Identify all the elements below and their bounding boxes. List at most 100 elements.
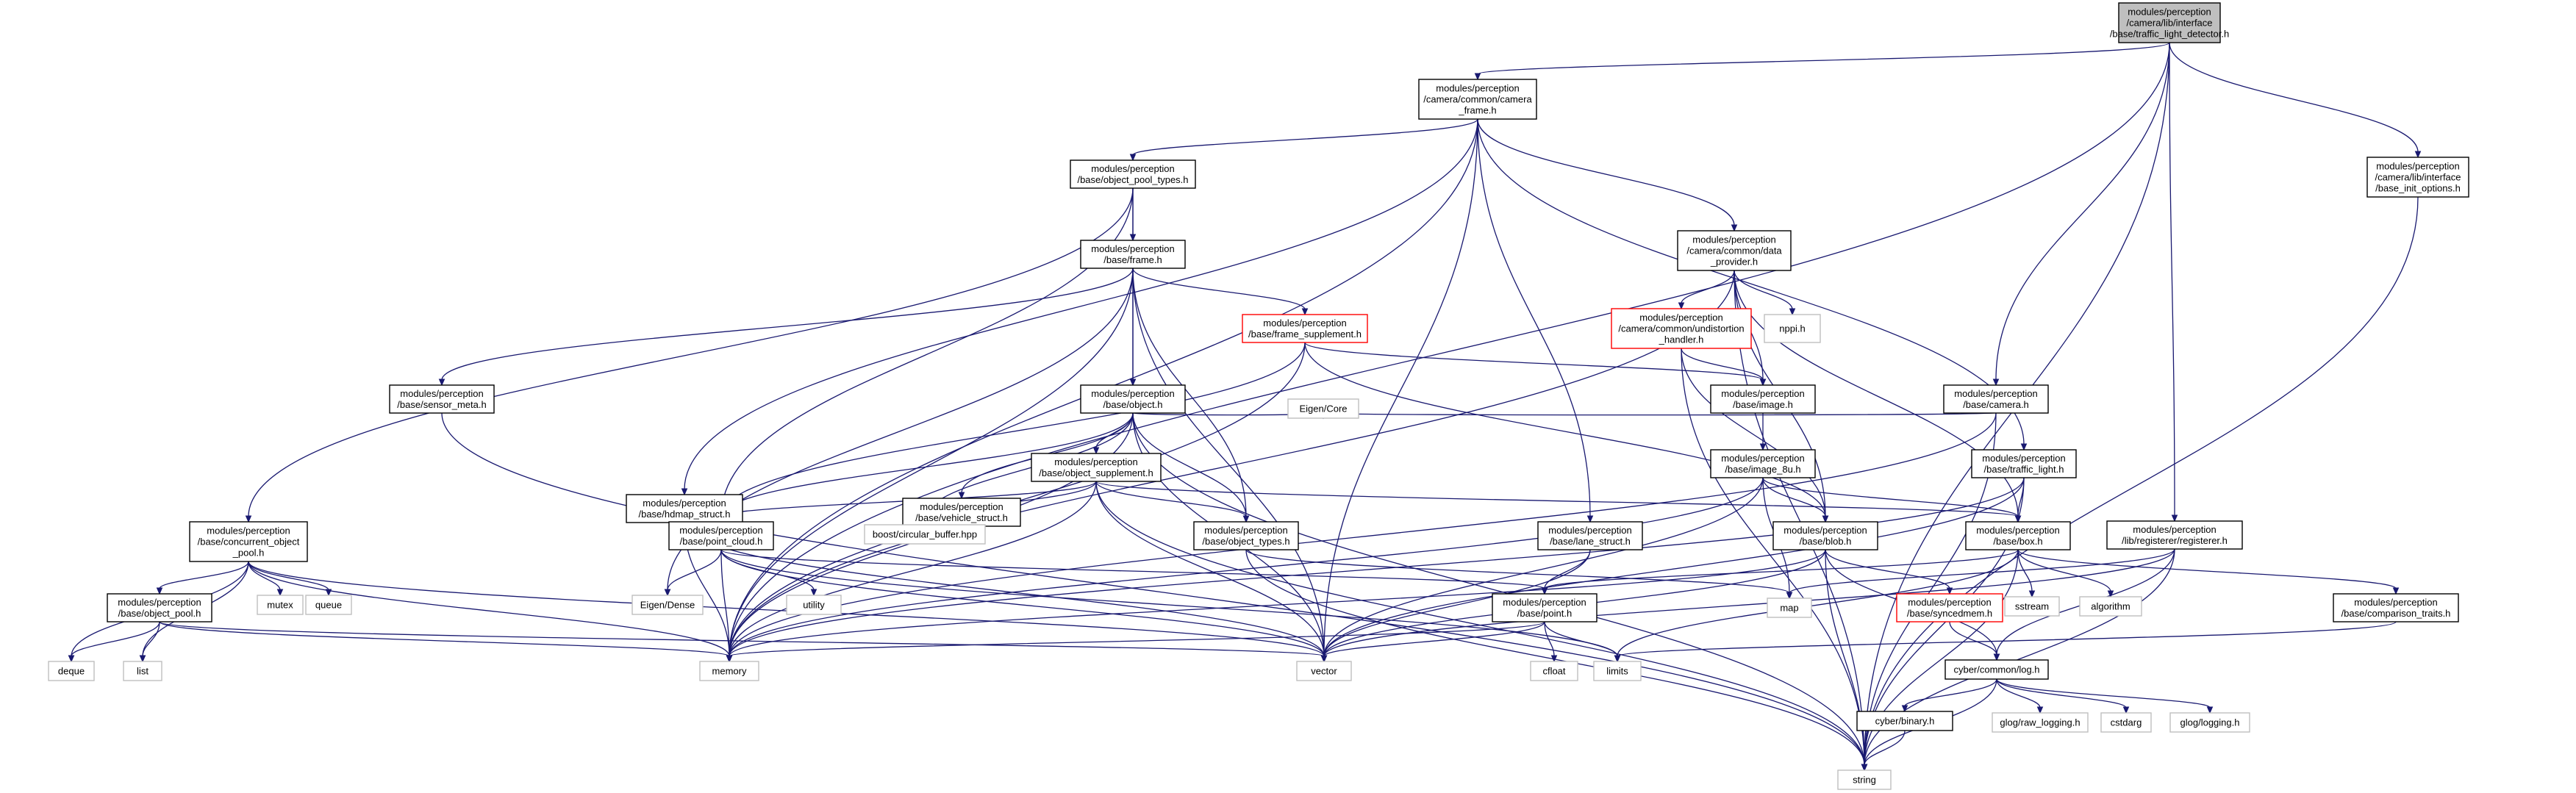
node-box [1710,449,1816,478]
node-queue[interactable]: queue [305,595,352,615]
node-nppi[interactable]: nppi.h [1764,314,1821,343]
node-limits[interactable]: limits [1593,661,1642,681]
node-mutex[interactable]: mutex [257,595,304,615]
node-frame-supplement[interactable]: modules/perception/base/frame_supplement… [1242,314,1368,343]
node-cstdarg[interactable]: cstdarg [2100,712,2152,733]
node-label-line: limits [1606,666,1628,677]
node-frame[interactable]: modules/perception/base/frame.h [1080,240,1186,269]
node-eigen-core[interactable]: Eigen/Core [1287,398,1359,419]
node-data-provider[interactable]: modules/perception/camera/common/data_pr… [1677,230,1792,271]
node-object-pool[interactable]: modules/perception/base/object_pool.h [107,593,212,622]
node-box [1837,769,1892,790]
edge-object_supplement-to-object_types [1095,481,1250,523]
edge-root-to-registerer [2169,42,2178,523]
node-box [257,595,304,615]
dependency-edges [68,42,2422,772]
node-list[interactable]: list [123,661,162,681]
node-camera-frame[interactable]: modules/perception/camera/common/camera_… [1418,79,1537,120]
node-syncedmem[interactable]: modules/perception/base/syncedmem.h [1896,593,2003,622]
node-hdmap-struct[interactable]: modules/perception/base/hdmap_struct.h [626,494,743,523]
node-blob[interactable]: modules/perception/base/blob.h [1772,521,1878,550]
node-camera[interactable]: modules/perception/base/camera.h [1943,384,2049,414]
node-label-line: _handler.h [1659,334,1704,345]
node-map[interactable]: map [1767,598,1812,618]
node-concurrent-object-pool[interactable]: modules/perception/base/concurrent_objec… [189,521,308,562]
node-memory[interactable]: memory [699,661,759,681]
node-box [1080,384,1186,414]
node-box [2004,596,2060,617]
node-label-line: modules/perception [1054,456,1137,467]
node-string[interactable]: string [1837,769,1892,790]
node-box[interactable]: modules/perception/base/box.h [1965,521,2071,550]
node-label-line: modules/perception [1692,234,1775,245]
node-box [1943,384,2049,414]
edge-concurrent_object_pool-to-object_pool [156,561,249,595]
node-label-line: cyber/binary.h [1875,716,1935,727]
node-point[interactable]: modules/perception/base/point.h [1492,593,1598,622]
node-object-pool-types[interactable]: modules/perception/base/object_pool_type… [1070,159,1196,189]
node-deque[interactable]: deque [48,661,95,681]
node-box [1677,230,1792,271]
edge-object_pool-to-deque [68,621,160,663]
edge-log-to-glog_logging [1996,678,2214,714]
node-point-cloud[interactable]: modules/perception/base/point_cloud.h [668,521,774,550]
node-label-line: modules/perception [1091,163,1174,174]
edge-data_provider-to-string [1734,270,1868,772]
node-box [1611,308,1752,349]
node-traffic-light[interactable]: modules/perception/base/traffic_light.h [1971,449,2077,478]
node-binary[interactable]: cyber/binary.h [1856,711,1953,731]
node-vector[interactable]: vector [1296,661,1352,681]
node-glog-logging[interactable]: glog/logging.h [2169,712,2250,733]
node-label-line: /base/camera.h [1963,399,2029,410]
node-log[interactable]: cyber/common/log.h [1944,659,2049,680]
node-box [2333,593,2459,622]
node-label-line: modules/perception [643,498,726,509]
edge-camera_frame-to-lane_struct [1477,118,1594,523]
node-label-line: modules/perception [2354,597,2437,608]
node-label-line: boost/circular_buffer.hpp [873,529,977,540]
node-registerer[interactable]: modules/perception/lib/registerer/regist… [2106,520,2243,550]
node-label-line: modules/perception [400,388,483,399]
node-label-line: /base/concurrent_object [198,537,300,548]
node-image[interactable]: modules/perception/base/image.h [1710,384,1816,414]
node-object-types[interactable]: modules/perception/base/object_types.h [1193,521,1299,550]
node-algorithm[interactable]: algorithm [2079,596,2142,617]
node-label-line: modules/perception [1091,388,1174,399]
node-vehicle-struct[interactable]: modules/perception/base/vehicle_struct.h [902,498,1021,527]
node-label-line: Eigen/Core [1299,403,1347,415]
node-lane-struct[interactable]: modules/perception/base/lane_struct.h [1537,521,1643,550]
node-base-init-options[interactable]: modules/perception/camera/lib/interface/… [2366,157,2469,198]
node-image-8u[interactable]: modules/perception/base/image_8u.h [1710,449,1816,478]
node-root[interactable]: modules/perception/camera/lib/interface/… [2110,2,2229,43]
node-label-line: /base/comparison_traits.h [2341,608,2451,619]
edge-point-to-cfloat [1544,621,1558,663]
node-eigen-dense[interactable]: Eigen/Dense [632,595,704,615]
node-label-line: modules/perception [679,525,762,536]
node-utility[interactable]: utility [786,595,842,615]
edge-root-to-memory [726,42,2170,663]
node-box [1856,711,1953,731]
node-box [1896,593,2003,622]
edge-frame-to-frame_supplement [1132,268,1309,316]
node-label-line: /base/blob.h [1800,536,1852,547]
node-cfloat[interactable]: cfloat [1530,661,1578,681]
edge-object_pool-to-list [139,621,160,663]
node-undistortion-handler[interactable]: modules/perception/camera/common/undisto… [1611,308,1752,349]
node-box [1418,79,1537,120]
node-boost-circular[interactable]: boost/circular_buffer.hpp [864,524,986,545]
edge-image-to-image_8u [1759,412,1767,451]
node-label-line: modules/perception [207,525,290,537]
node-label-line: mutex [267,600,293,611]
node-box [1593,661,1642,681]
node-box [305,595,352,615]
node-label-line: nppi.h [1779,323,1805,334]
node-object[interactable]: modules/perception/base/object.h [1080,384,1186,414]
edge-camera_frame-to-hdmap_struct [681,118,1478,496]
node-glog-raw[interactable]: glog/raw_logging.h [1992,712,2089,733]
node-sensor-meta[interactable]: modules/perception/base/sensor_meta.h [389,384,495,414]
node-object-supplement[interactable]: modules/perception/base/object_supplemen… [1031,453,1162,482]
node-comparison-traits[interactable]: modules/perception/base/comparison_trait… [2333,593,2459,622]
node-sstream[interactable]: sstream [2004,596,2060,617]
edge-concurrent_object_pool-to-queue [248,561,332,597]
node-box [2366,157,2469,198]
